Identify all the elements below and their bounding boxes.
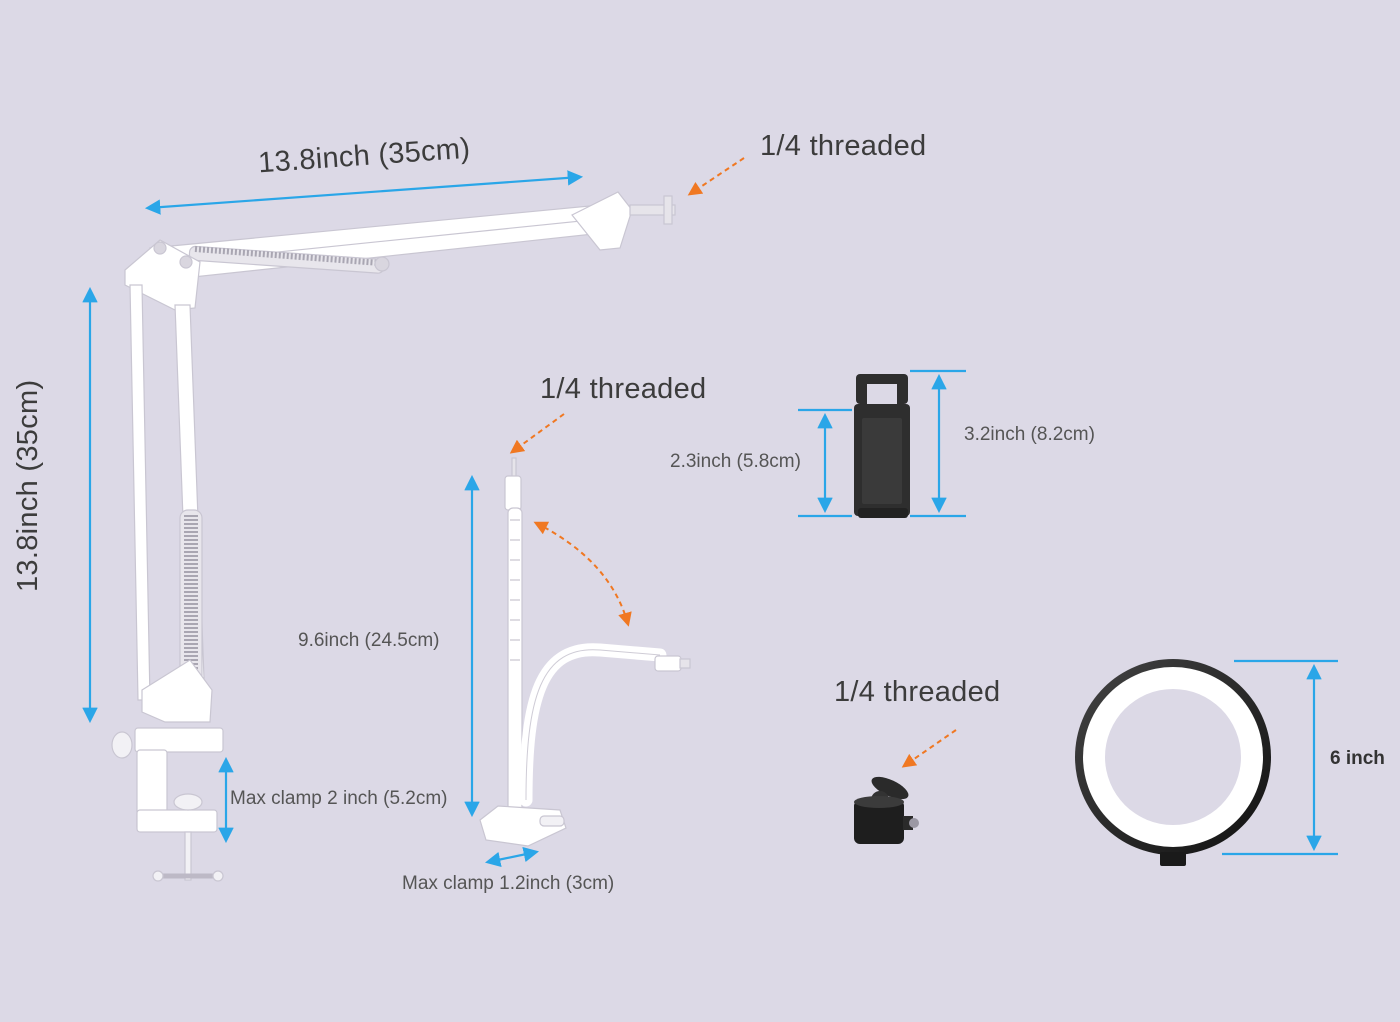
- gooseneck-length-label: 9.6inch (24.5cm): [298, 630, 440, 651]
- ballhead-thread-label: 1/4 threaded: [834, 676, 1001, 708]
- pointer-arrows: [509, 157, 957, 768]
- ring-light: [1075, 659, 1271, 866]
- gooseneck-bend-pointer: [533, 521, 632, 627]
- ballhead-thread-pointer: [901, 729, 957, 768]
- ball-head-mount: [854, 776, 919, 844]
- arm-thread-label: 1/4 threaded: [760, 130, 927, 162]
- gooseneck-clamp-arrow: [484, 846, 540, 868]
- gooseneck-thread-pointer: [509, 413, 565, 454]
- ring-diameter-label: 6 inch: [1330, 748, 1385, 769]
- gooseneck-thread-label: 1/4 threaded: [540, 373, 707, 405]
- arm-clamp-label: Max clamp 2 inch (5.2cm): [230, 788, 448, 809]
- clip-min-label: 2.3inch (5.8cm): [670, 451, 801, 472]
- clip-max-label: 3.2inch (8.2cm): [964, 424, 1095, 445]
- gooseneck-holder: [479, 457, 691, 847]
- arm-thread-pointer: [687, 157, 745, 196]
- arm-height-label: 13.8inch (35cm): [12, 379, 44, 592]
- arm-length-arrow: [144, 170, 584, 215]
- phone-clip: [854, 374, 910, 518]
- scissor-arm-stand: [111, 191, 676, 882]
- gooseneck-clamp-label: Max clamp 1.2inch (3cm): [402, 873, 615, 894]
- dimension-arrows: [82, 170, 1338, 868]
